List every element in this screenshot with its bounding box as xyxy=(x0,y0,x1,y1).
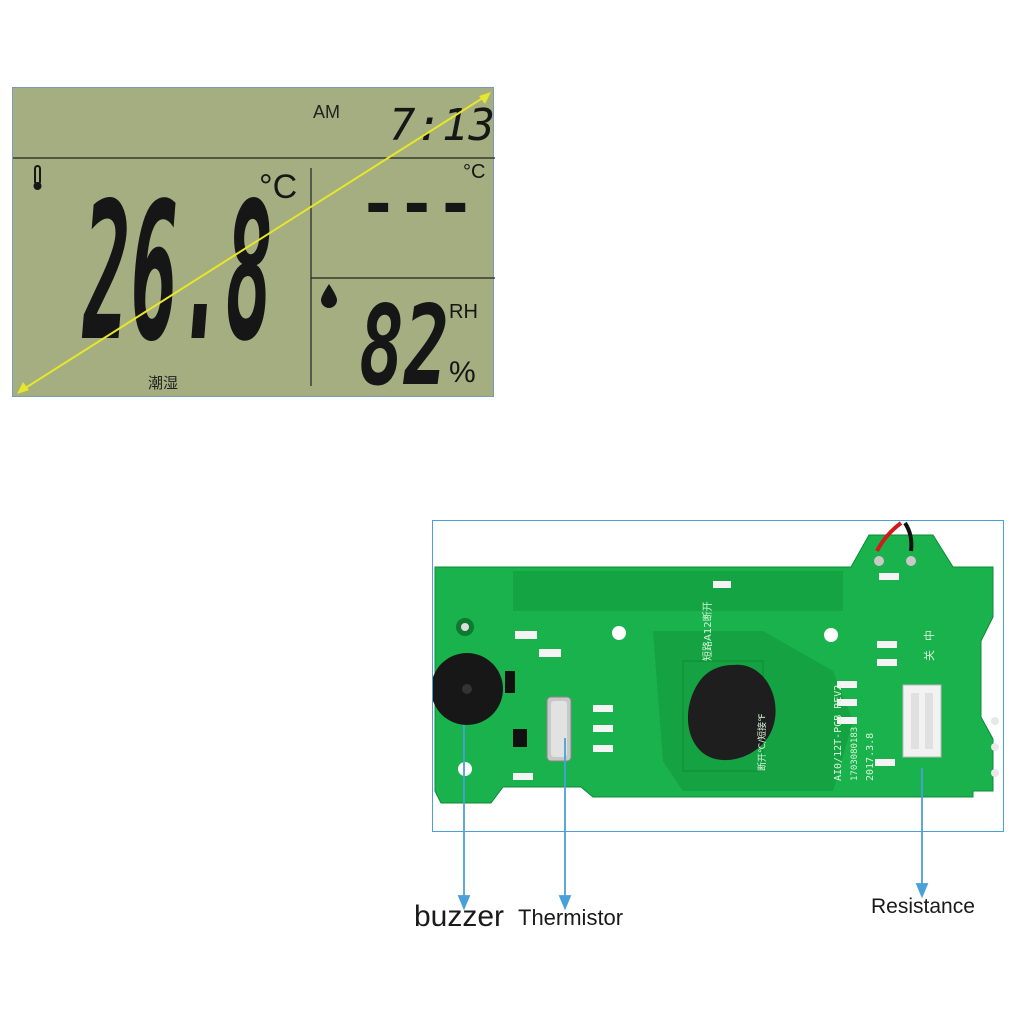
pcb-note-top: 短路A12断开 xyxy=(701,601,714,661)
diagonal-arrow-icon xyxy=(17,92,491,394)
pcb-model-text: AI0/12T-PCB REV2 xyxy=(833,685,844,781)
lcd-display: AM 7:13 26.8 °C °C --- 82 RH % 潮湿 xyxy=(12,87,495,398)
buzzer-label: buzzer xyxy=(414,900,505,933)
smd-components xyxy=(513,573,899,780)
pcb-guan-text: 关 xyxy=(922,650,936,661)
resistance-arrow-head xyxy=(915,883,929,899)
droplet-icon xyxy=(321,284,337,308)
pcb-zhong-text: 中 xyxy=(923,630,936,641)
lcd-second-unit: °C xyxy=(463,161,485,183)
sensor-component xyxy=(505,671,515,693)
lcd-graphics: AM 7:13 26.8 °C °C --- 82 RH % 潮湿 xyxy=(13,92,495,398)
thermistor-arrow-head xyxy=(558,895,572,911)
lcd-humidity: 82 xyxy=(359,282,449,398)
lcd-temp-unit: °C xyxy=(259,168,297,206)
pcb-note-mid: 断开℃/短接℉ xyxy=(756,713,768,771)
edge-pads xyxy=(991,717,999,777)
thermometer-icon xyxy=(33,165,42,190)
lcd-ampm: AM xyxy=(313,102,340,122)
buzzer-arrow-head xyxy=(457,895,471,911)
pcb-graphics: AI0/12T-PCB REV2 1703080183 2017.3.8 短路A… xyxy=(433,521,999,804)
resistance-label: Resistance xyxy=(871,895,975,918)
buzzer-component xyxy=(433,653,503,725)
lcd-percent: % xyxy=(449,356,476,389)
chip-blob-component xyxy=(682,660,776,772)
lcd-status: 潮湿 xyxy=(148,374,178,392)
resistance-connector xyxy=(902,684,942,758)
lcd-second-reading: --- xyxy=(359,168,475,242)
thermistor-label: Thermistor xyxy=(518,905,624,930)
pcb-trace-region xyxy=(513,571,843,611)
lcd-temperature: 26.8 xyxy=(82,162,273,383)
pcb-date-text: 2017.3.8 xyxy=(865,733,876,781)
pcb-serial-text: 1703080183 xyxy=(850,727,860,781)
pcb-frame: AI0/12T-PCB REV2 1703080183 2017.3.8 短路A… xyxy=(432,520,1004,832)
wires xyxy=(874,521,916,566)
mounting-holes xyxy=(456,618,838,776)
lcd-clock: 7:13 xyxy=(389,100,495,151)
lcd-humidity-unit: RH xyxy=(449,301,478,323)
transistor-component xyxy=(513,729,527,747)
